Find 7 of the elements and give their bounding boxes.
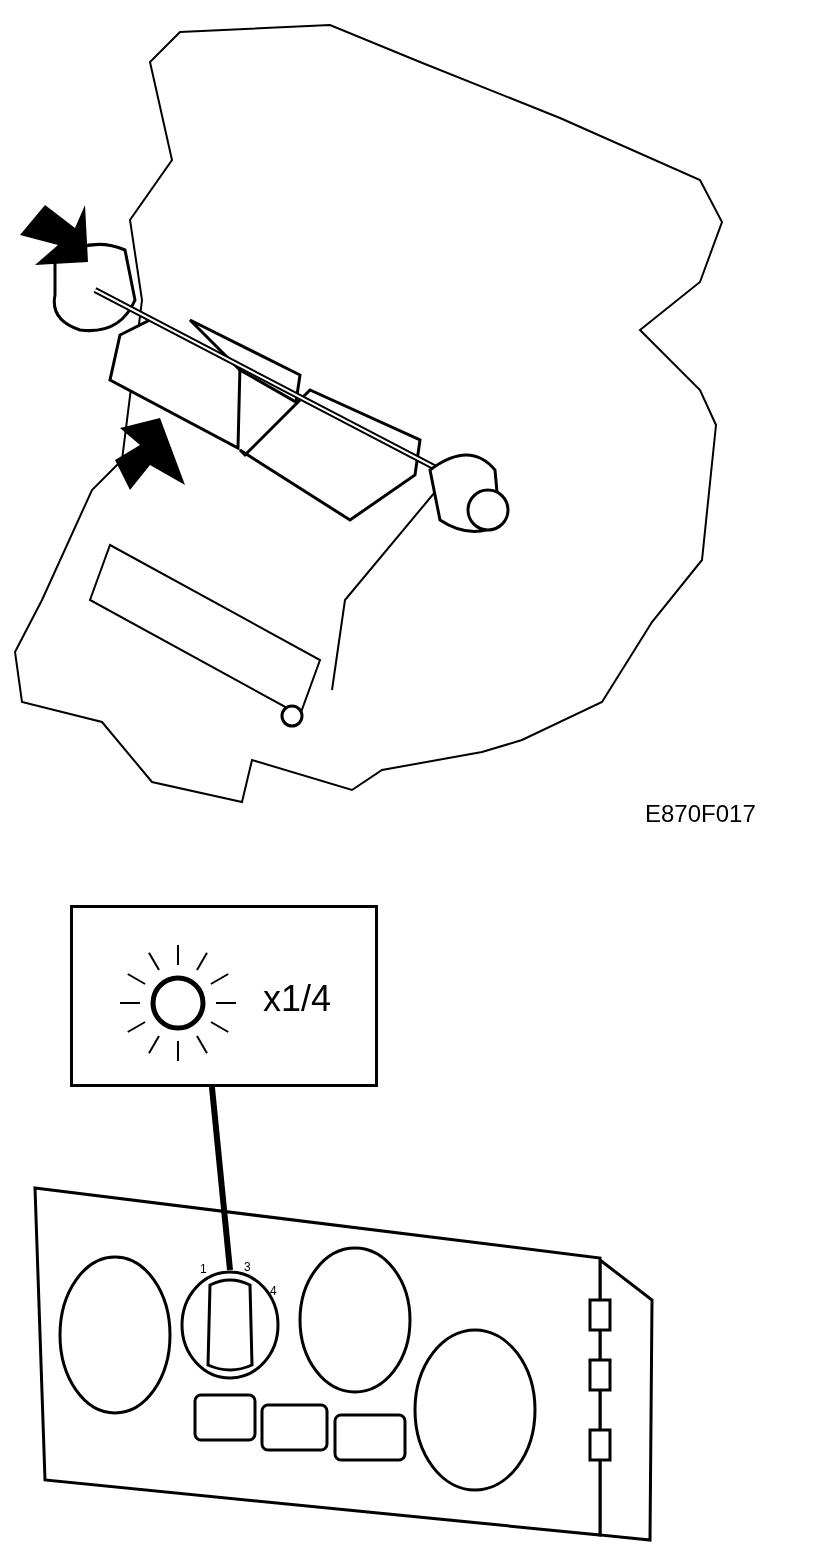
callout-box [70, 905, 378, 1087]
scale-number: 1 [200, 1262, 207, 1276]
magnification-text: x1/4 [263, 978, 332, 1020]
figure-code: E870F017 [645, 800, 756, 828]
scale-number: 3 [244, 1260, 251, 1274]
leader-line [208, 1086, 233, 1271]
scale-number: 4 [270, 1284, 277, 1298]
